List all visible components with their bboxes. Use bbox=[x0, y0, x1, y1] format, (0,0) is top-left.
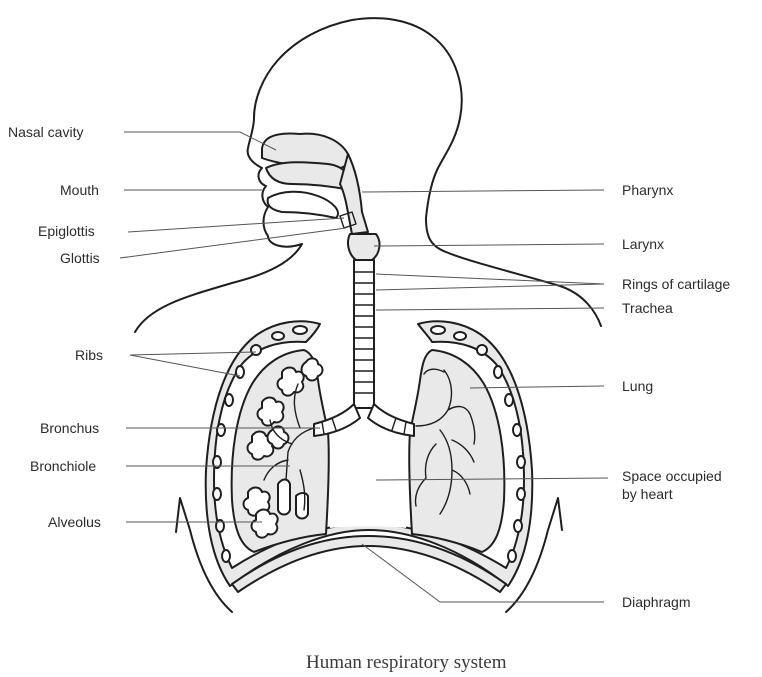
label-glottis: Glottis bbox=[60, 250, 100, 266]
label-nasal-cavity: Nasal cavity bbox=[8, 124, 83, 140]
right-lung bbox=[409, 350, 504, 552]
tongue-shape bbox=[268, 192, 338, 218]
label-pharynx: Pharynx bbox=[622, 182, 673, 198]
larynx-shape bbox=[348, 234, 379, 260]
label-rings-of-cartilage: Rings of cartilage bbox=[622, 276, 730, 292]
label-mouth: Mouth bbox=[60, 182, 99, 198]
label-space-heart-1: Space occupied bbox=[622, 468, 722, 484]
heart-space bbox=[330, 434, 406, 528]
label-space-heart-2: by heart bbox=[622, 486, 673, 502]
trachea-shape bbox=[354, 260, 374, 408]
figure-caption: Human respiratory system bbox=[306, 652, 507, 673]
label-bronchiole: Bronchiole bbox=[30, 458, 96, 474]
palate-shape bbox=[266, 162, 350, 190]
labels-right: Pharynx Larynx Rings of cartilage Trache… bbox=[622, 182, 730, 610]
label-larynx: Larynx bbox=[622, 236, 664, 252]
label-bronchus: Bronchus bbox=[40, 420, 99, 436]
right-bronchus bbox=[368, 404, 414, 436]
label-ribs: Ribs bbox=[75, 347, 103, 363]
label-trachea: Trachea bbox=[622, 300, 673, 316]
label-diaphragm: Diaphragm bbox=[622, 594, 690, 610]
label-epiglottis: Epiglottis bbox=[38, 223, 95, 239]
labels-left: Nasal cavity Mouth Epiglottis Glottis Ri… bbox=[8, 124, 103, 530]
label-alveolus: Alveolus bbox=[48, 514, 101, 530]
label-lung: Lung bbox=[622, 378, 653, 394]
pharynx-shape bbox=[340, 154, 368, 234]
